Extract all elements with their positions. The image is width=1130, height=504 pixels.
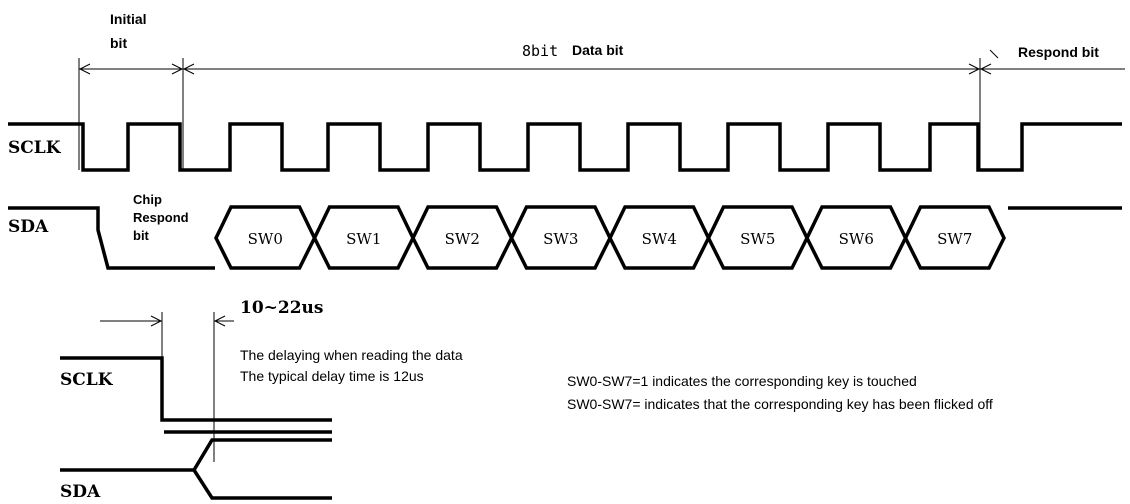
chip-respond-label-line3: bit	[133, 228, 150, 243]
sda-start-segment	[8, 206, 215, 270]
sda-cell-label-sw6: SW6	[839, 230, 874, 248]
sclk-waveform	[8, 122, 1122, 172]
sda-cell-label-sw0: SW0	[248, 230, 283, 248]
data-bit-label: Data bit	[572, 42, 624, 58]
data-bit-prefix: 8bit	[522, 42, 558, 60]
sda-label: SDA	[8, 217, 49, 237]
chip-respond-label-line1: Chip	[133, 192, 162, 207]
respond-bit-label: Respond bit	[1018, 44, 1099, 60]
delay-value-label: 10~22us	[240, 298, 324, 318]
arrowhead-left	[78, 63, 91, 75]
sda-cell-label-sw2: SW2	[445, 230, 480, 248]
sda-cell-label-sw1: SW1	[346, 230, 381, 248]
sda-detail-waveform	[60, 438, 332, 472]
arrowhead-right	[150, 315, 163, 327]
arrowhead-left	[213, 315, 226, 327]
sda-cell-sw7	[903, 205, 1006, 270]
delay-desc-line2: The typical delay time is 12us	[240, 368, 424, 384]
sda-cell-label-sw4: SW4	[642, 230, 677, 248]
sclk-label: SCLK	[8, 138, 62, 158]
sclk-detail-label: SCLK	[60, 370, 114, 390]
chip-respond-label-line2: Respond	[133, 210, 189, 225]
sda-detail-waveform-lower	[192, 469, 332, 500]
sda-data-cells: SW0 SW1 SW2 SW3 SW4 SW5 SW6 SW7	[214, 205, 1006, 270]
arrowhead-left	[182, 63, 195, 75]
arrowhead-right	[171, 63, 184, 75]
initial-bit-label-line1: Initial	[110, 11, 147, 27]
note-line2: SW0-SW7= indicates that the correspondin…	[567, 396, 993, 412]
note-line1: SW0-SW7=1 indicates the corresponding ke…	[567, 373, 917, 389]
sda-detail-label: SDA	[60, 482, 101, 502]
arrowhead-left	[979, 63, 992, 75]
respond-bit-tick	[989, 49, 999, 59]
delay-desc-line1: The delaying when reading the data	[240, 347, 463, 363]
sda-cell-label-sw7: SW7	[937, 230, 972, 248]
sda-cell-label-sw3: SW3	[543, 230, 578, 248]
sda-cell-label-sw5: SW5	[740, 230, 775, 248]
arrowhead-right	[968, 63, 981, 75]
sclk-detail-waveform	[60, 356, 332, 422]
initial-bit-label-line2: bit	[110, 35, 127, 51]
